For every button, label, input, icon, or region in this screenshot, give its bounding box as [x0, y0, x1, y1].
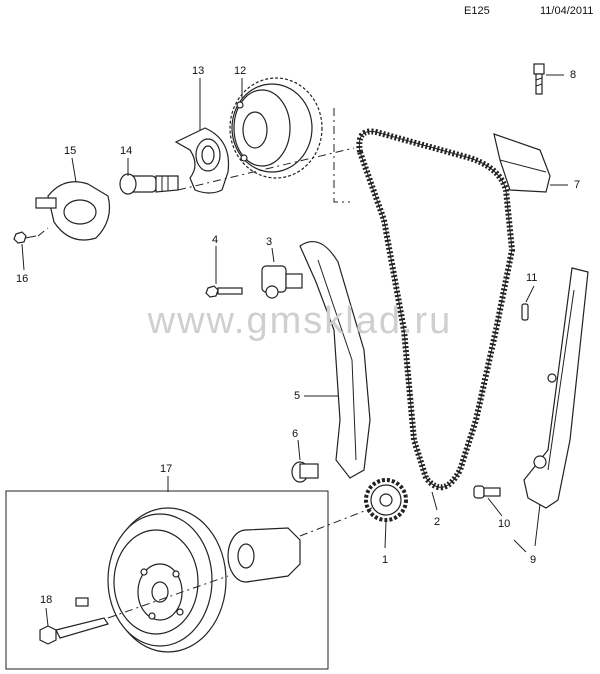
callout-12: 12 [234, 65, 247, 77]
callout-1: 1 [382, 554, 389, 566]
diagram-date: 11/04/2011 [540, 5, 594, 17]
callout-16: 16 [16, 273, 29, 285]
part-1-crank-sprocket [364, 478, 408, 522]
callout-5: 5 [294, 390, 301, 402]
part-9-tensioner-rail [523, 267, 589, 509]
callout-18: 18 [40, 594, 53, 606]
part-13-cover-plate [174, 127, 230, 194]
part-3-tensioner [261, 265, 303, 299]
part-12-cam-sprocket [229, 77, 323, 179]
part-17-crank-pulley [107, 507, 227, 653]
callout-3: 3 [266, 236, 273, 248]
callout-15: 15 [64, 145, 77, 157]
part-5-guide-rail [299, 241, 371, 479]
callout-7: 7 [574, 179, 581, 191]
callout-8: 8 [570, 69, 577, 81]
callout-9: 9 [530, 554, 537, 566]
part-11-pin [521, 303, 529, 321]
part-14-control-valve [119, 173, 179, 195]
part-2-timing-chain [356, 128, 516, 491]
part-8-bolt [533, 63, 545, 95]
callout-10: 10 [498, 518, 511, 530]
diagram-code: E125 [464, 5, 490, 17]
callout-11: 11 [526, 272, 538, 284]
part-10-bolt [473, 485, 501, 499]
callout-13: 13 [192, 65, 205, 77]
callout-6: 6 [292, 428, 299, 440]
part-17-hub [227, 527, 301, 583]
part-6-stud [291, 461, 319, 483]
part-15-actuator-housing [35, 181, 111, 241]
callout-14: 14 [120, 145, 133, 157]
callout-4: 4 [212, 234, 219, 246]
part-7-upper-guide [493, 133, 551, 193]
callout-2: 2 [434, 516, 441, 528]
part-4-bolt [205, 285, 243, 298]
part-16-bolt [13, 231, 37, 244]
callout-17: 17 [160, 463, 173, 475]
part-17-group-box [5, 490, 329, 670]
